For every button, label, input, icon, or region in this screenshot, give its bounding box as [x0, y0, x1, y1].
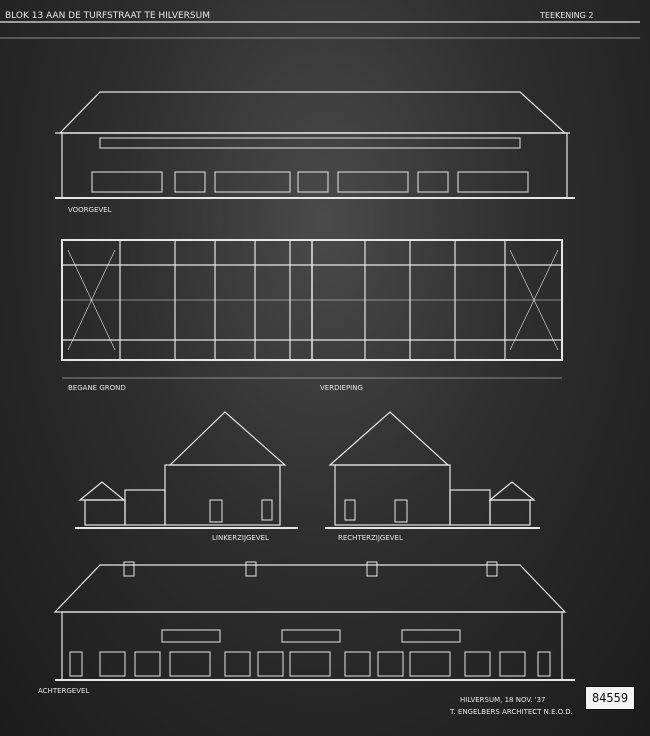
- right-side-elevation: [325, 411, 540, 529]
- sheet-title: BLOK 13 AAN DE TURFSTRAAT TE HILVERSUM: [5, 11, 210, 21]
- left-side-label: LINKERZIJGEVEL: [212, 534, 269, 542]
- sheet-number: TEEKENING 2: [539, 11, 593, 20]
- signature-architect: T. ENGELBERS ARCHITECT N.E.O.D.: [449, 708, 573, 716]
- rear-label: ACHTERGEVEL: [38, 687, 89, 695]
- rear-elevation: [53, 561, 575, 681]
- floor-plans: [61, 239, 563, 379]
- signature-date: HILVERSUM, 18 NOV. '37: [460, 696, 546, 704]
- left-side-elevation: [75, 411, 298, 529]
- archive-stamp: 84559: [585, 686, 635, 710]
- upper-label: VERDIEPING: [320, 384, 363, 392]
- front-label: VOORGEVEL: [68, 206, 112, 214]
- ground-label: BEGANE GROND: [68, 384, 126, 392]
- right-side-label: RECHTERZIJGEVEL: [338, 534, 403, 542]
- front-elevation: [55, 91, 575, 199]
